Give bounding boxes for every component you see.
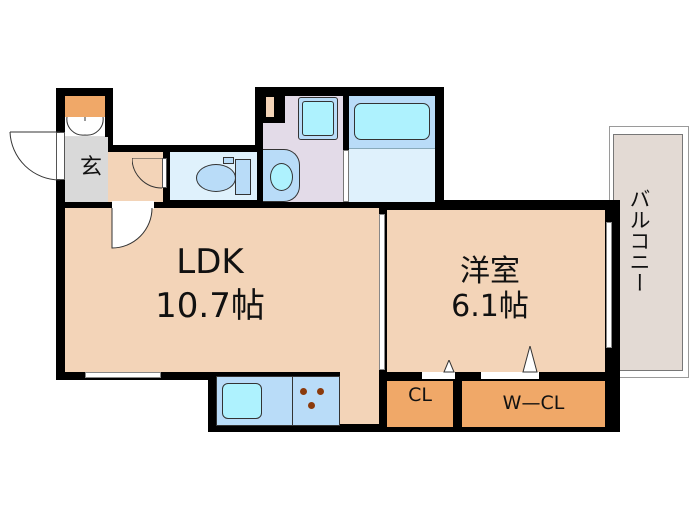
double-door-swing-icon <box>66 116 104 136</box>
balcony-window[interactable] <box>606 222 612 348</box>
walk-in-closet-door-triangle-icon <box>522 346 538 373</box>
toilet-door[interactable] <box>162 158 167 188</box>
entrance-floor <box>65 137 108 202</box>
kitchen-divider <box>292 376 293 426</box>
toilet-bowl-icon <box>196 164 236 192</box>
closet-label: CL <box>408 384 432 406</box>
toilet-tank-icon <box>235 159 251 195</box>
shoe-cabinet-doors[interactable] <box>65 116 105 137</box>
closet[interactable] <box>387 381 453 427</box>
walk-in-closet[interactable] <box>462 381 605 427</box>
bathtub-icon <box>354 103 430 140</box>
sink-icon <box>222 383 262 419</box>
entrance-label: 玄 <box>79 155 102 180</box>
western-room-name: 洋室 <box>460 254 520 289</box>
walk-in-closet-door[interactable] <box>481 372 539 379</box>
ldk-name: LDK <box>176 242 244 282</box>
storage-small <box>266 97 274 117</box>
ldk-door[interactable] <box>112 201 154 209</box>
toilet-lever-icon <box>223 157 234 164</box>
stove-burner-icon <box>317 388 324 395</box>
western-room-size: 6.1帖 <box>451 289 529 324</box>
toilet-door-swing-icon <box>132 158 163 189</box>
closet-door-triangle-icon <box>443 360 455 373</box>
bath-door[interactable] <box>343 150 349 202</box>
front-door[interactable] <box>56 132 65 180</box>
balcony <box>613 134 683 371</box>
front-door-swing-icon <box>9 131 60 181</box>
washing-machine-icon <box>298 97 338 140</box>
ldk-kitchen-ext <box>340 370 379 424</box>
ldk-size: 10.7帖 <box>155 286 265 326</box>
western-room[interactable] <box>387 210 605 372</box>
entrance-hall <box>108 152 163 202</box>
washbasin-icon <box>270 163 293 191</box>
shoe-cabinet <box>65 96 105 117</box>
ldk-window[interactable] <box>85 372 161 378</box>
closet-door[interactable] <box>422 372 455 379</box>
stove-burner-icon <box>300 388 307 395</box>
stove-burner-icon <box>308 402 315 409</box>
sliding-partition[interactable] <box>379 214 385 370</box>
balcony-label: バルコニー <box>627 188 651 293</box>
walk-in-closet-label: W—CL <box>502 392 565 414</box>
ldk-door-swing-icon <box>111 208 153 249</box>
